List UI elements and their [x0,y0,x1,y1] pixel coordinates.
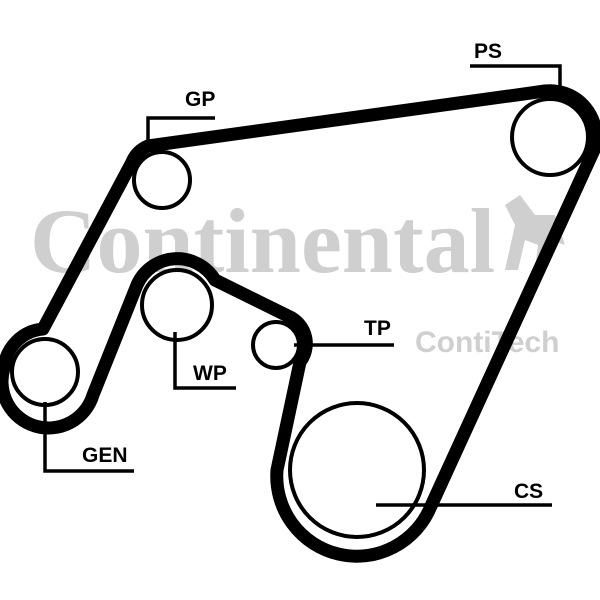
label-wp: WP [193,362,227,385]
pulley-tp [251,320,301,370]
leader-ps [470,64,562,90]
label-gen: GEN [82,444,128,467]
watermark-contitech: ContiTech [415,326,559,359]
horse-logo-icon [505,195,565,270]
pulley-ps [510,97,590,177]
pulley-cs [288,401,426,539]
leader-gen [43,402,134,473]
label-ps: PS [474,40,502,63]
pulley-gp [132,150,192,210]
leader-gp [146,116,215,150]
label-tp: TP [364,317,391,340]
leader-wp [173,332,236,390]
watermark-continental: Continental [30,190,495,292]
label-gp: GP [185,88,215,111]
label-cs: CS [514,480,543,503]
pulley-gen [10,337,80,407]
serpentine-belt [0,84,600,563]
pulley-wp [140,268,214,342]
